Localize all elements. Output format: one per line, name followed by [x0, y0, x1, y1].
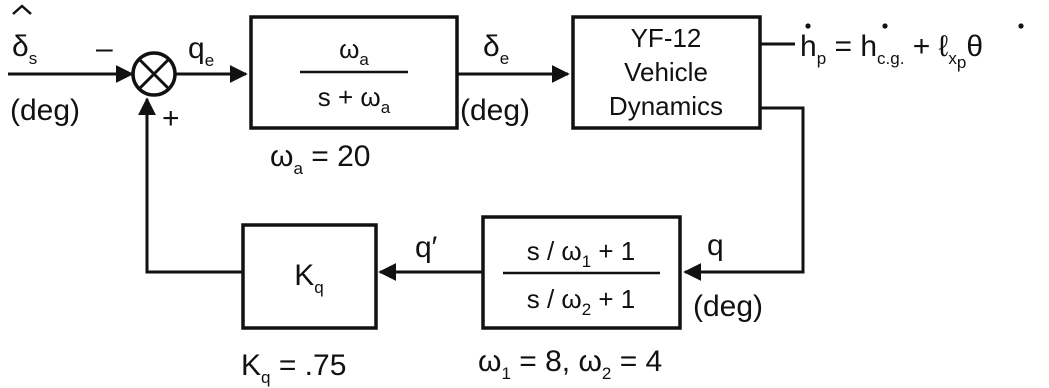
elevator-signal-label: δe	[483, 30, 509, 68]
gain-feedback-path	[138, 97, 243, 274]
vehicle-label-line3: Dynamics	[609, 91, 723, 121]
pitch-rate-unit-label: (deg)	[693, 290, 763, 323]
gain-label: Kq	[294, 259, 323, 297]
error-signal-label: qe	[188, 32, 214, 70]
vehicle-label-line1: YF-12	[631, 23, 702, 53]
actuator-numerator: ωa	[339, 34, 369, 69]
filter-numerator: s / ω1 + 1	[527, 236, 636, 271]
pitch-rate-feedback-path	[683, 106, 805, 281]
elevator-unit-label: (deg)	[460, 94, 530, 127]
summing-plus-sign: +	[162, 102, 180, 135]
hat-accent	[12, 4, 32, 15]
dot-accent-term1	[882, 23, 888, 29]
gain-parameter: Kq = .75	[241, 349, 346, 387]
summing-minus-sign: –	[96, 32, 113, 65]
filter-denominator: s / ω2 + 1	[527, 284, 636, 319]
vehicle-dynamics-block	[571, 15, 762, 130]
gain-block	[241, 223, 378, 330]
input-unit-label: (deg)	[10, 94, 80, 127]
filter-parameters: ω1 = 8, ω2 = 4	[478, 345, 662, 383]
summing-junction	[131, 51, 177, 97]
filtered-signal-label: q′	[415, 231, 438, 264]
input-signal-label: δs	[12, 30, 37, 68]
actuator-parameter: ωa = 20	[270, 140, 370, 178]
vehicle-label-line2: Vehicle	[624, 57, 708, 87]
actuator-denominator: s + ωa	[318, 82, 391, 117]
dot-accent-theta	[1018, 23, 1024, 29]
dot-accent-lhs	[805, 23, 811, 29]
pitch-rate-label: q	[707, 229, 724, 262]
output-equation: hp = hc.g. + ℓxpθ	[800, 30, 983, 72]
